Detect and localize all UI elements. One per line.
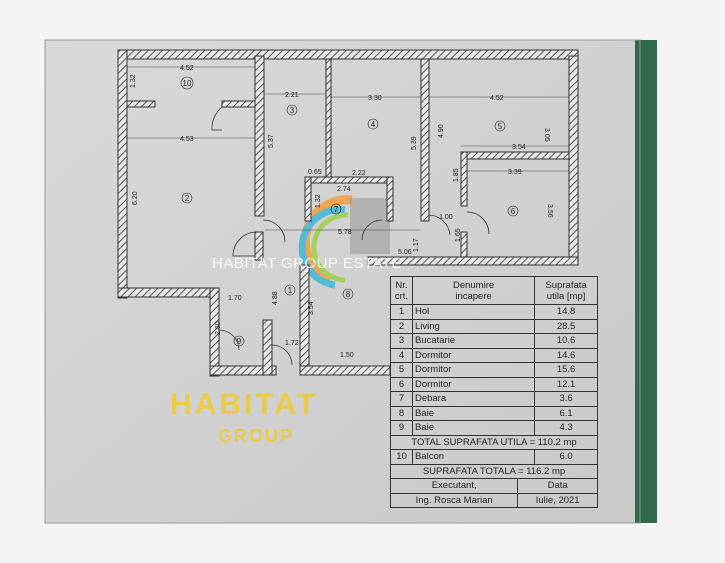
- dim: 4.88: [272, 291, 279, 305]
- room-4-marker: 4: [367, 118, 379, 130]
- room-6-marker: 6: [507, 205, 519, 217]
- dim: 3.54: [512, 144, 526, 151]
- dim: 3.56: [546, 204, 553, 218]
- header-name: Denumire incapere: [411, 276, 536, 305]
- dim: 2.21: [285, 92, 299, 99]
- dim: 1.50: [340, 352, 354, 359]
- table-header: Nr. crt. Denumire incapere Suprafata uti…: [390, 276, 598, 305]
- total-area: SUPRAFATA TOTALA = 116.2 mp: [390, 463, 598, 479]
- dim: 4.90: [438, 124, 445, 138]
- svg-text:7: 7: [334, 205, 339, 214]
- dim: 5.78: [338, 229, 352, 236]
- dim: 1.70: [228, 295, 242, 302]
- dimension-labels: 4.52 1.32 4.53 6.20 2.21 5.37 0.65 3.30 …: [130, 65, 553, 359]
- svg-text:5: 5: [498, 122, 503, 131]
- walls: [117, 49, 579, 377]
- room-labels: 1 2 3 4 5 6 7 8 9 10: [180, 76, 519, 347]
- dim: 3.05: [543, 128, 550, 142]
- dim: 1.32: [315, 194, 322, 208]
- executant-label: Executant,: [389, 478, 519, 494]
- dim: 1.72: [285, 340, 299, 347]
- green-edge: [635, 40, 657, 523]
- dim: 4.53: [180, 136, 194, 143]
- watermark-text: HABITAT GROUP ESTATE: [212, 255, 403, 272]
- dim: 6.20: [132, 191, 139, 205]
- doors: [211, 106, 490, 366]
- room-areas-table: Nr. crt. Denumire incapere Suprafata uti…: [389, 276, 598, 508]
- room-3-marker: 3: [286, 104, 298, 116]
- dim: 1.00: [439, 214, 453, 221]
- room-2-marker: 2: [181, 192, 193, 204]
- dim: 5.06: [398, 249, 412, 256]
- svg-text:9: 9: [237, 337, 242, 346]
- svg-text:10: 10: [183, 79, 192, 88]
- dim: 0.65: [308, 169, 322, 176]
- dim: 2.74: [337, 186, 351, 193]
- dimension-lines: [127, 66, 569, 231]
- dim: 3.39: [508, 169, 522, 176]
- dim: 4.52: [490, 95, 504, 102]
- date-value: Iulie, 2021: [517, 492, 598, 508]
- room-10-marker: 10: [180, 76, 194, 90]
- room-8-marker: 8: [342, 288, 354, 300]
- svg-text:3: 3: [290, 106, 295, 115]
- dim: 2.60: [215, 321, 222, 335]
- svg-text:8: 8: [346, 290, 351, 299]
- dim: 3.54: [308, 301, 315, 315]
- date-label: Data: [517, 478, 598, 494]
- svg-text:2: 2: [185, 194, 190, 203]
- room-5-marker: 5: [494, 120, 506, 132]
- dim: 5.39: [411, 136, 418, 150]
- total-utila: TOTAL SUPRAFATA UTILA = 110.2 mp: [390, 434, 598, 450]
- svg-text:4: 4: [371, 120, 376, 129]
- dim: 1.85: [453, 168, 460, 182]
- dim: 2.22: [352, 170, 366, 177]
- dim: 1.65: [455, 228, 462, 242]
- header-area: Suprafata utila [mp]: [534, 276, 598, 305]
- dim: 1.32: [130, 74, 137, 88]
- dim: 5.37: [268, 134, 275, 148]
- dim: 4.52: [180, 65, 194, 72]
- svg-text:1: 1: [288, 286, 293, 295]
- header-nr: Nr. crt.: [390, 276, 413, 305]
- room-9-marker: 9: [233, 335, 245, 347]
- watermark-logo-big: HABITAT: [170, 388, 319, 421]
- dim: 1.17: [413, 238, 420, 252]
- room-1-marker: 1: [284, 284, 296, 296]
- svg-text:6: 6: [511, 207, 516, 216]
- watermark-logo-icon: [298, 195, 390, 289]
- watermark-logo-small: GROUP: [218, 426, 295, 446]
- dim: 3.30: [368, 95, 382, 102]
- room-7-marker: 7: [330, 203, 342, 215]
- executant-name: Ing. Rosca Marian: [389, 492, 519, 508]
